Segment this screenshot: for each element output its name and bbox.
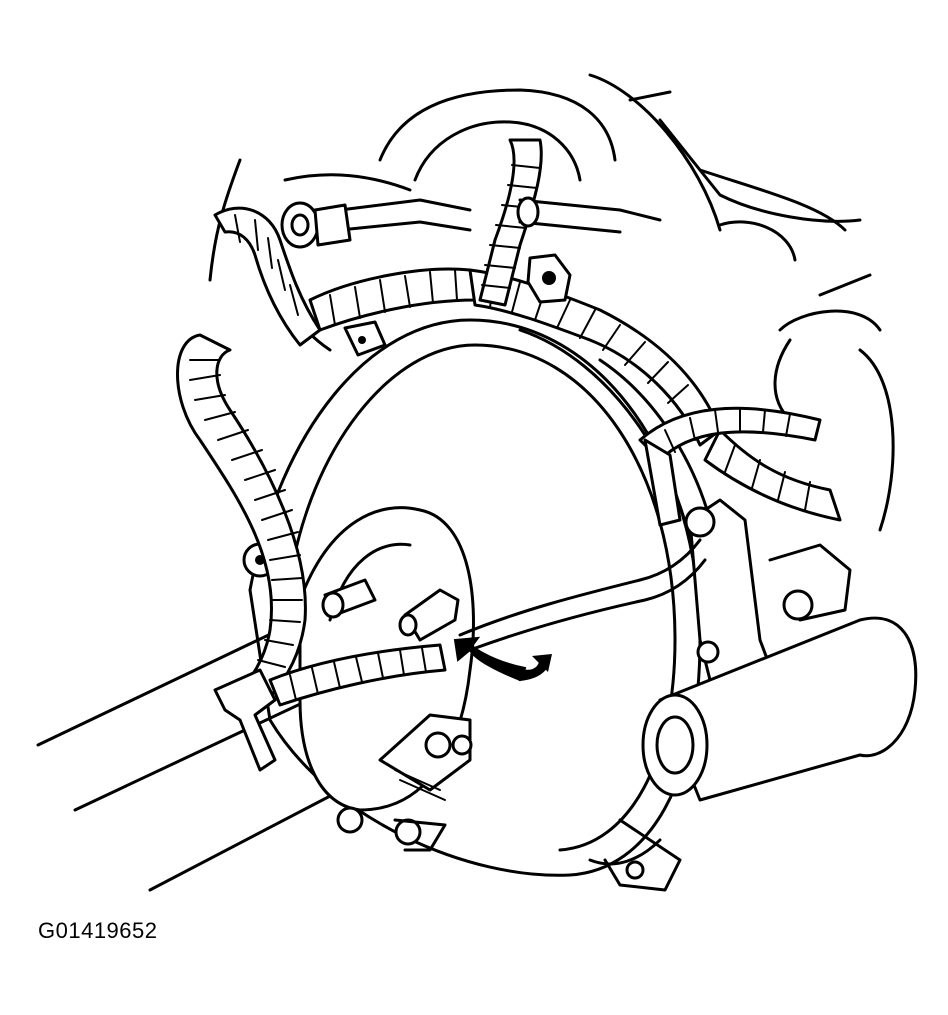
vent-pipe: [280, 196, 662, 249]
harness-strap-right: [638, 406, 822, 527]
wire-route: [458, 538, 707, 652]
lower-bolt-cluster: [378, 713, 473, 801]
harness-branch-upper: [478, 138, 543, 307]
bolt: [321, 578, 377, 619]
harness-clip: [213, 668, 277, 772]
figure-id-label: G01419652: [38, 918, 158, 943]
harness-strap-lower: [268, 643, 447, 707]
wiring-harness: [176, 206, 842, 707]
harness-nut: [343, 253, 572, 357]
harness-connector: [398, 588, 460, 642]
rotation-arrow-icon: [453, 636, 552, 682]
starter-motor: [603, 616, 918, 892]
